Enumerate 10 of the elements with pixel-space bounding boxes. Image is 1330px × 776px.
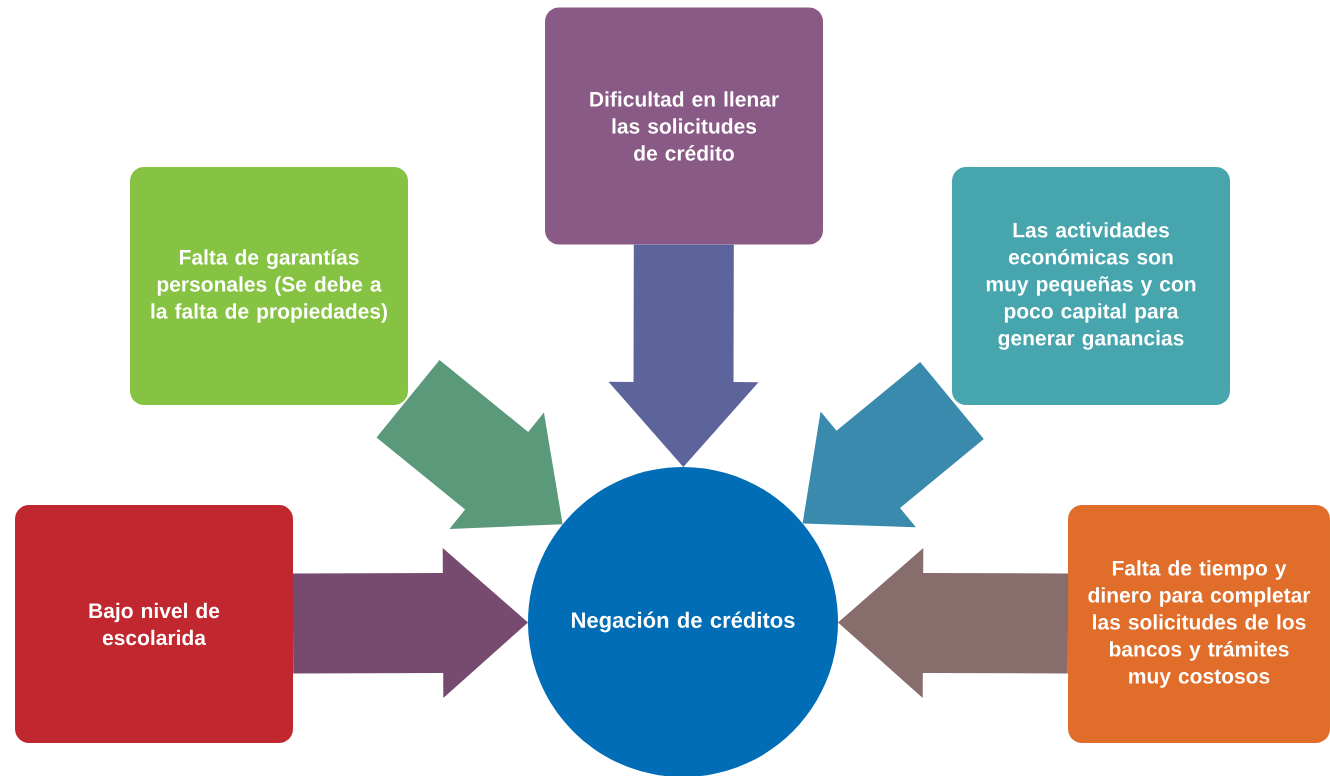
cause-box: Las actividades económicas son muy pequeñas y con poco capital para generar ganancias (952, 167, 1230, 405)
block-arrow (608, 244, 759, 467)
cause-box: Bajo nivel de escolarida (15, 505, 293, 743)
cause-box: Falta de garantías personales (Se debe a la falta de propiedades) (130, 167, 408, 405)
cause-box: Dificultad en llenar las solicitudes de crédito (545, 7, 823, 245)
block-arrow (838, 547, 1069, 698)
cause-box: Falta de tiempo y dinero para completar las solicitudes de los bancos y trámites muy costosos (1068, 505, 1330, 743)
block-arrow (292, 547, 528, 698)
block-arrow (376, 360, 563, 529)
block-arrow (802, 361, 984, 528)
